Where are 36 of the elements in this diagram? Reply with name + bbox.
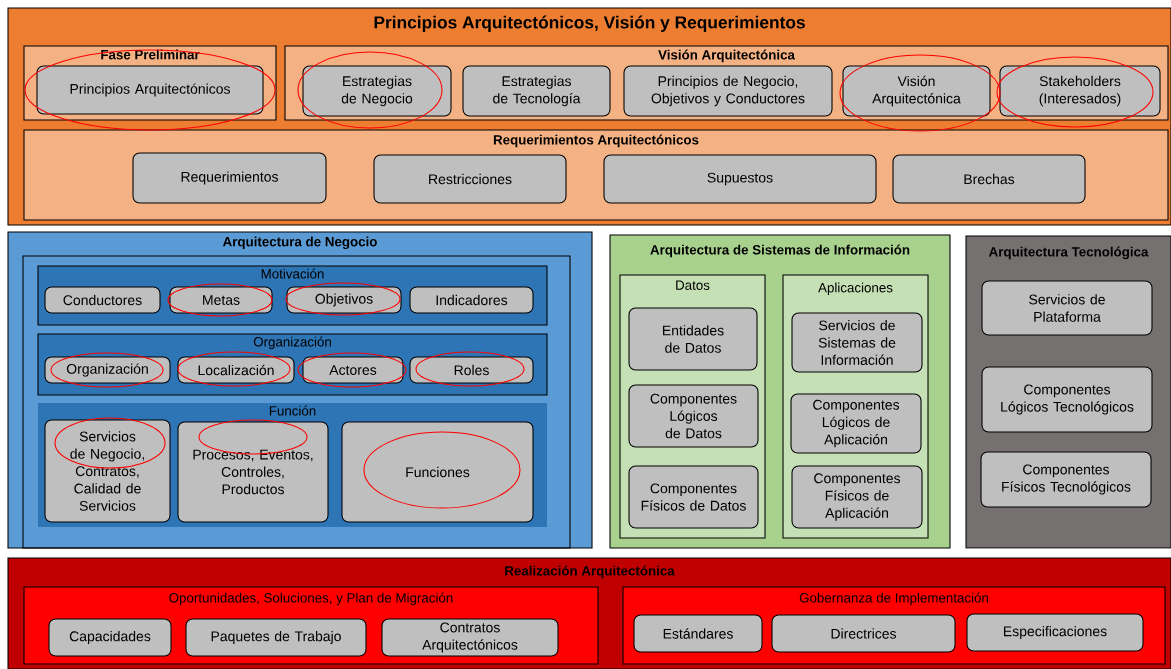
item-box: Componentes Lógicos de Datos — [628, 384, 759, 448]
item-box: Componentes Lógicos Tecnológicos — [981, 366, 1153, 433]
item-box: Componentes Físicos Tecnológicos — [980, 451, 1152, 508]
item-box: Capacidades — [48, 618, 172, 657]
item-box: Contratos Arquitectónicos — [381, 618, 559, 657]
item-box: Conductores — [44, 286, 161, 314]
item-box: Especificaciones — [966, 613, 1144, 652]
item-box: Estrategias de Tecnología — [462, 65, 611, 117]
item-box: Brechas — [892, 154, 1086, 204]
item-box: Metas — [169, 286, 273, 314]
item-box: Localización — [177, 356, 295, 384]
item-box: Procesos, Eventos, Controles, Productos — [177, 421, 329, 523]
item-box: Estándares — [633, 614, 763, 653]
item-box: Servicios de Sistemas de Información — [791, 312, 923, 373]
item-box: Principios Arquitectónicos — [36, 65, 264, 115]
item-box: Paquetes de Trabajo — [185, 618, 367, 657]
item-box: Componentes Físicos de Aplicación — [791, 465, 923, 529]
item-box: Funciones — [341, 421, 534, 523]
item-box: Componentes Lógicos de Aplicación — [790, 393, 922, 454]
item-box: Servicios de Plataforma — [981, 280, 1153, 336]
item-box: Indicadores — [409, 286, 534, 314]
item-box: Principios de Negocio, Objetivos y Conductores — [623, 65, 833, 117]
item-box: Objetivos — [286, 286, 402, 314]
item-box: Organización — [44, 356, 171, 384]
item-box: Restricciones — [373, 154, 567, 204]
item-box: Visión Arquitectónica — [842, 65, 991, 117]
item-box: Stakeholders (Interesados) — [999, 65, 1161, 117]
item-box: Estrategias de Negocio — [302, 65, 452, 117]
item-box: Roles — [409, 356, 534, 384]
item-box: Supuestos — [603, 154, 877, 204]
item-box: Componentes Físicos de Datos — [628, 465, 759, 529]
item-box: Actores — [302, 356, 404, 384]
item-box: Servicios de Negocio, Contratos, Calidad de Servicios — [44, 419, 171, 523]
item-box: Directrices — [771, 614, 956, 653]
item-box: Entidades de Datos — [628, 307, 758, 371]
item-box: Requerimientos — [132, 152, 327, 204]
